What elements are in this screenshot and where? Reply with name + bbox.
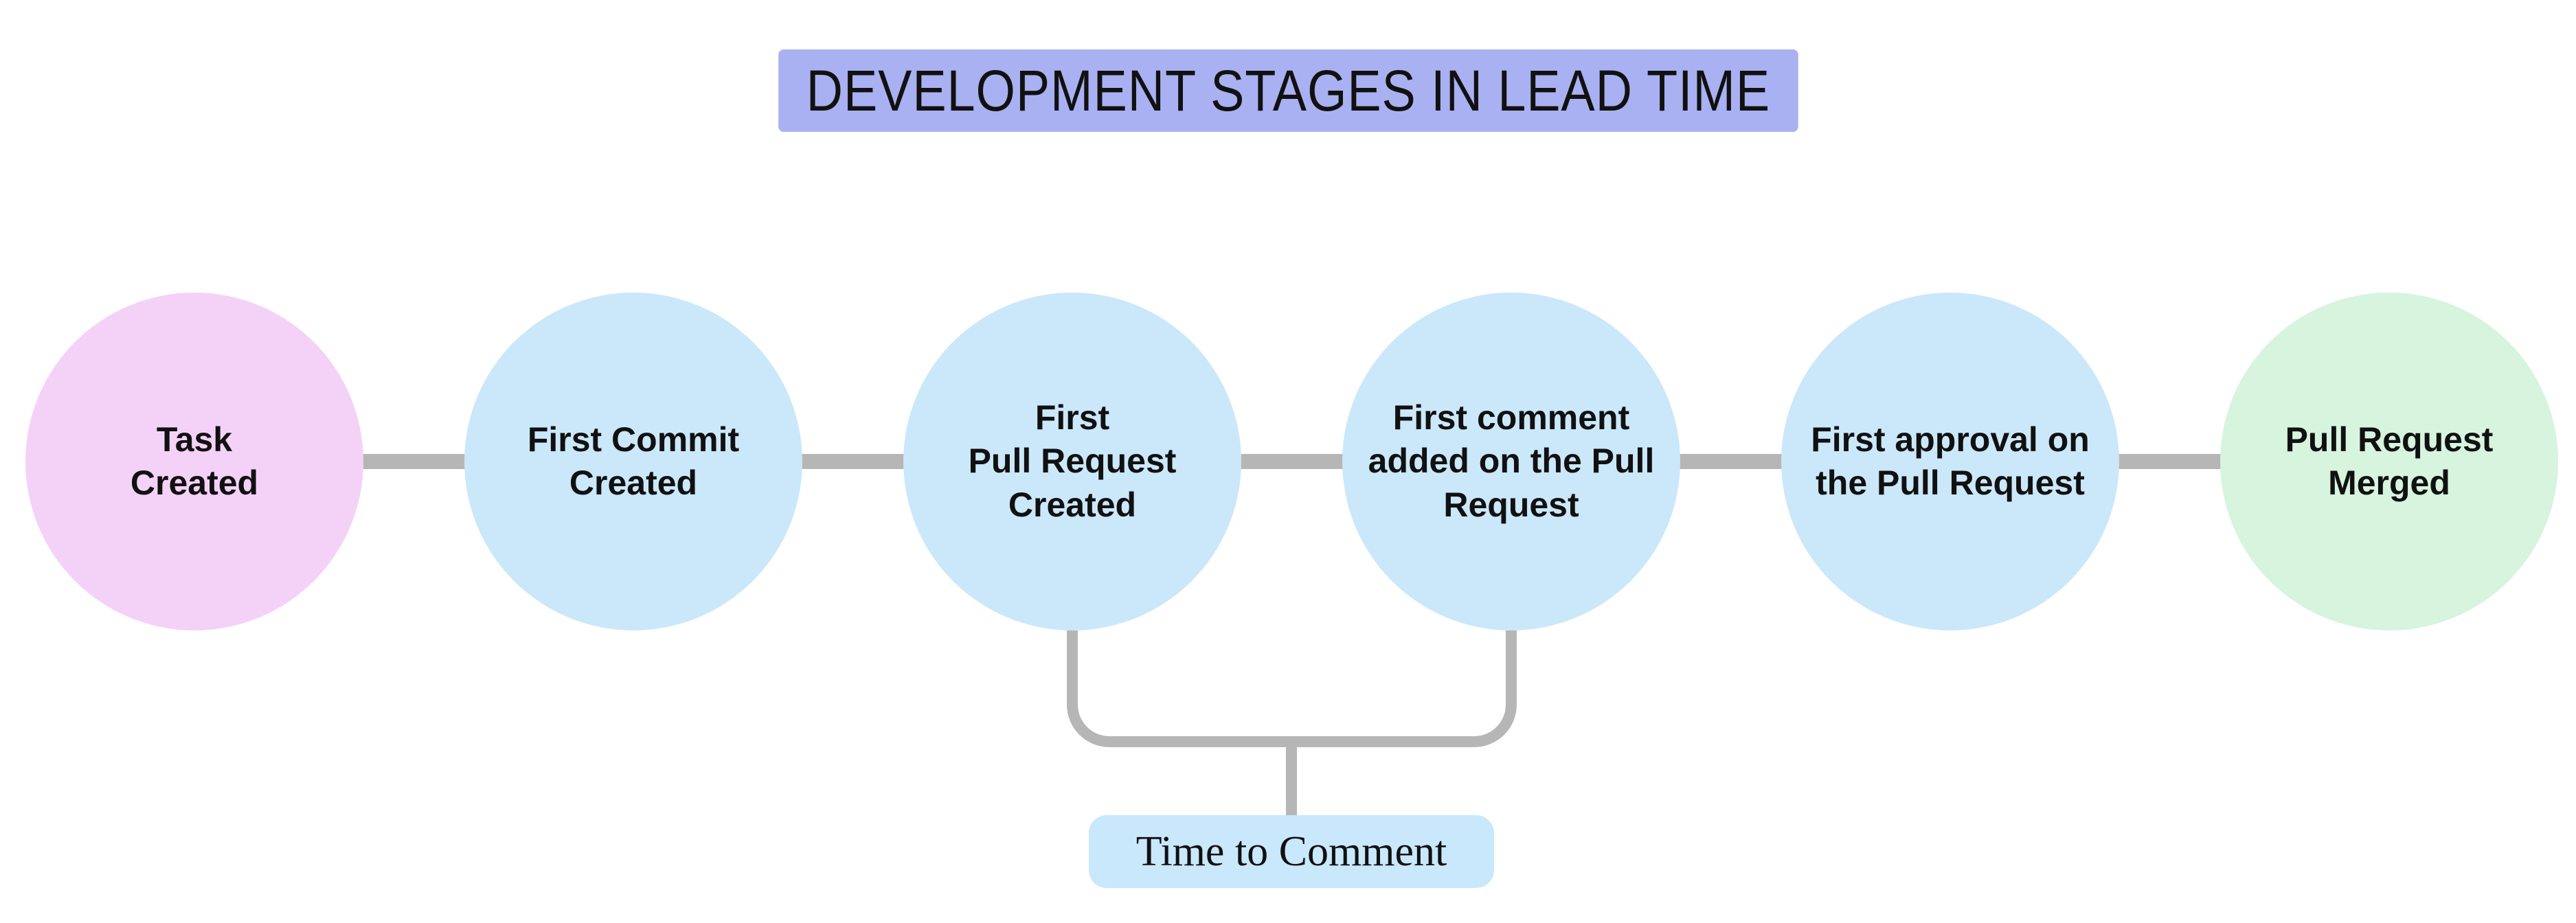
title-banner-row: DEVELOPMENT STAGES IN LEAD TIME xyxy=(0,49,2576,133)
stage-node-first-comment-added: First comment added on the Pull Request xyxy=(1342,293,1680,630)
stage-node-pull-request-merged: Pull Request Merged xyxy=(2220,293,2558,630)
stage-node-first-approval: First approval on the Pull Request xyxy=(1781,293,2119,630)
stage-node-first-commit-created: First Commit Created xyxy=(464,293,802,630)
time-to-comment-bracket xyxy=(1067,630,1517,747)
stage-node-task-created: Task Created xyxy=(25,293,363,630)
time-to-comment-bracket-stem xyxy=(1286,736,1297,819)
stage-node-first-pull-request-created: First Pull Request Created xyxy=(903,293,1241,630)
time-to-comment-label: Time to Comment xyxy=(1089,815,1494,888)
diagram-title: DEVELOPMENT STAGES IN LEAD TIME xyxy=(778,49,1798,133)
